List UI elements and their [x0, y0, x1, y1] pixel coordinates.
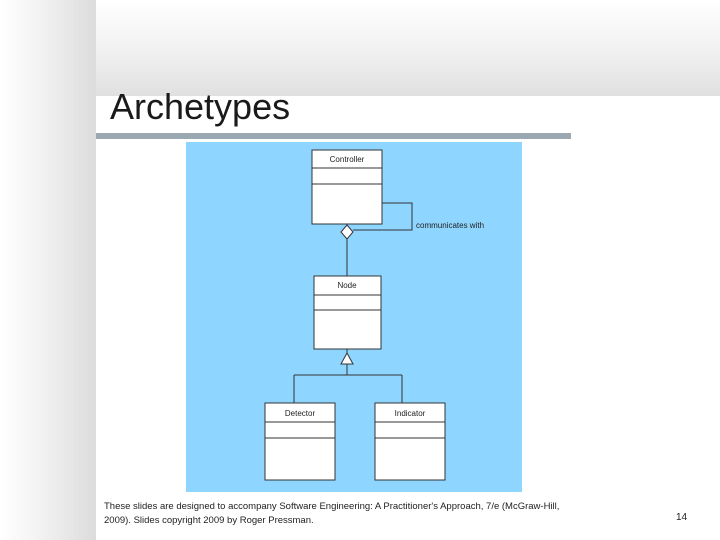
- title-underline: [96, 133, 571, 139]
- top-gradient-band: [96, 0, 720, 96]
- class-controller-name: Controller: [330, 155, 365, 164]
- aggregation-connector: [340, 224, 354, 276]
- left-gradient-band: [0, 0, 96, 540]
- uml-class-diagram: Controller communicates with Node Detect…: [186, 142, 522, 492]
- class-controller: Controller: [311, 149, 383, 225]
- association-communicates-with: communicates with: [353, 202, 484, 231]
- association-label: communicates with: [416, 221, 484, 230]
- class-node: Node: [313, 275, 382, 350]
- slide-footer-copyright: These slides are designed to accompany S…: [104, 501, 560, 526]
- slide-title: Archetypes: [110, 86, 291, 127]
- class-indicator-name: Indicator: [395, 409, 426, 418]
- class-indicator: Indicator: [374, 402, 446, 481]
- class-detector-name: Detector: [285, 409, 316, 418]
- class-node-name: Node: [337, 281, 357, 290]
- generalization-connector: [293, 349, 403, 403]
- slide-page-number: 14: [676, 512, 688, 523]
- class-detector: Detector: [264, 402, 336, 481]
